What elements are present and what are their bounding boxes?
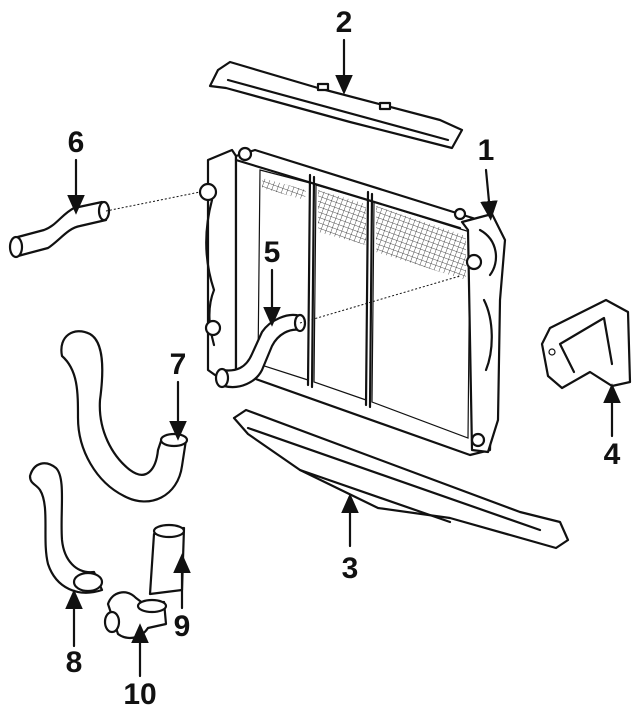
callout-4: 4: [604, 438, 621, 471]
lower-baffle: [232, 408, 570, 550]
hose-10: [103, 591, 168, 640]
callout-1: 1: [478, 134, 495, 167]
leader-lines: [65, 38, 621, 678]
hose-5: [214, 275, 461, 389]
hose-7: [60, 330, 189, 503]
pipe-9: [148, 523, 186, 596]
side-bracket: [540, 298, 632, 390]
hose-6: [8, 191, 201, 259]
upper-baffle: [208, 60, 464, 150]
callout-5: 5: [264, 236, 281, 269]
callout-9: 9: [174, 610, 191, 643]
callout-3: 3: [342, 552, 359, 585]
callout-7: 7: [170, 348, 187, 381]
hose-8: [28, 462, 104, 594]
radiator: [198, 146, 507, 457]
callout-6: 6: [68, 126, 85, 159]
callout-10: 10: [123, 678, 156, 710]
callout-8: 8: [66, 646, 83, 679]
callout-2: 2: [336, 6, 353, 39]
